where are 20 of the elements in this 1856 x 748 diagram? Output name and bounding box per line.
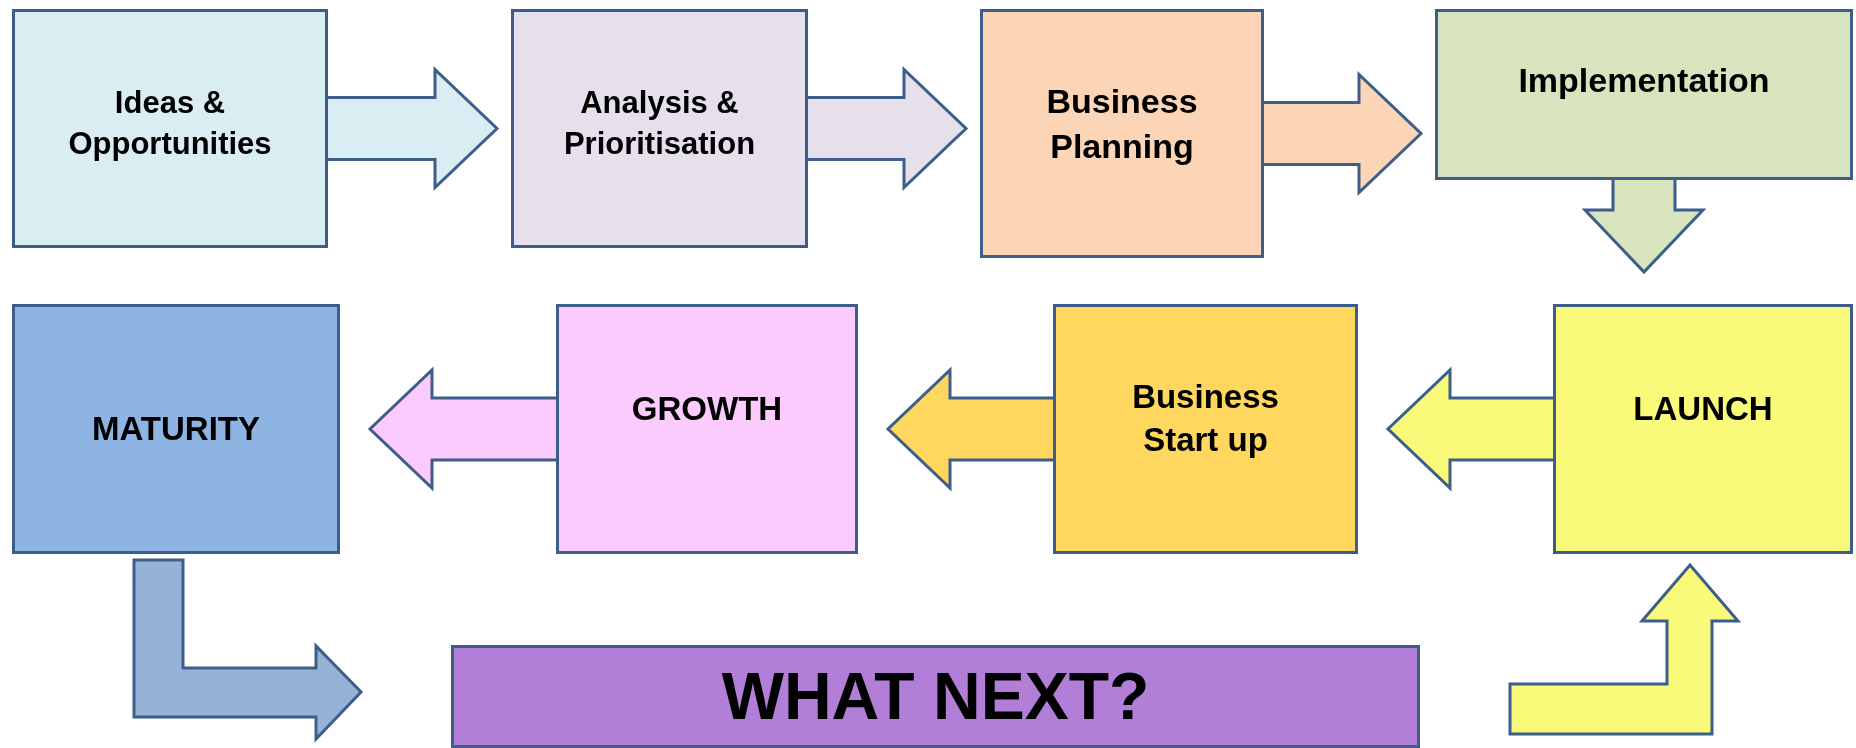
process-box bbox=[1553, 304, 1853, 554]
step-label: MATURITY bbox=[91, 408, 261, 449]
step-label: Business Start up bbox=[1131, 377, 1280, 460]
process-box bbox=[980, 9, 1264, 258]
process-box bbox=[1053, 304, 1358, 554]
step-label: Implementation bbox=[1517, 60, 1771, 102]
process-box bbox=[511, 9, 808, 248]
step-label: GROWTH bbox=[630, 388, 784, 429]
block-arrow bbox=[1508, 562, 1742, 736]
process-box bbox=[1435, 9, 1853, 180]
step-label: Business Planning bbox=[1045, 81, 1199, 167]
step-label: Ideas & Opportunities bbox=[67, 84, 273, 163]
process-box bbox=[12, 9, 328, 248]
process-box bbox=[556, 304, 858, 554]
process-box bbox=[451, 645, 1420, 748]
step-label: LAUNCH bbox=[1632, 388, 1774, 429]
block-arrow bbox=[132, 558, 364, 743]
step-label: Analysis & Prioritisation bbox=[562, 84, 757, 163]
step-label: WHAT NEXT? bbox=[720, 657, 1151, 735]
process-box bbox=[12, 304, 340, 554]
